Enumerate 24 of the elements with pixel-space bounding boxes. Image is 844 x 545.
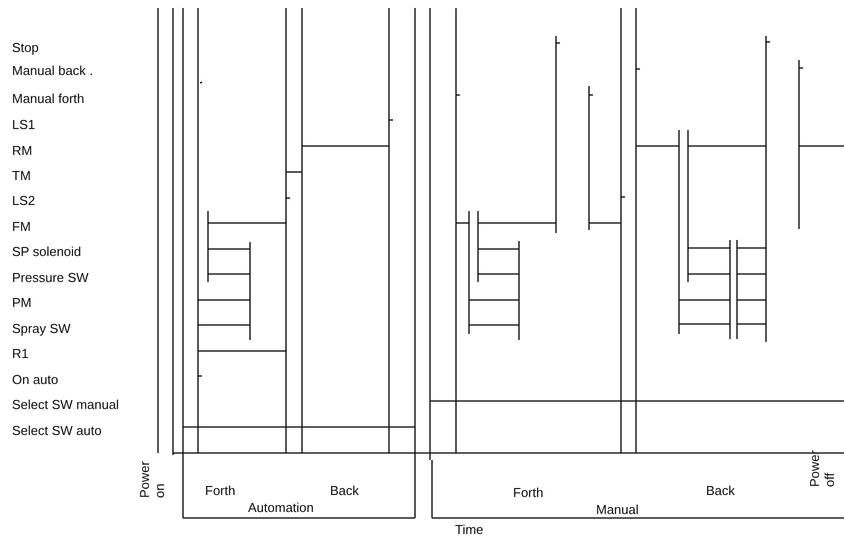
phase-label: Back bbox=[706, 483, 735, 498]
signal-name: LS1 bbox=[12, 117, 36, 132]
signal-name: FM bbox=[12, 219, 31, 234]
signal-name: TM bbox=[12, 168, 31, 183]
signal-name: SP solenoid bbox=[12, 244, 82, 259]
signal-name: On auto bbox=[12, 372, 58, 387]
phase-label: Manual bbox=[596, 502, 639, 517]
phase-label: Power on bbox=[137, 460, 167, 498]
signal-name: Manual back . bbox=[12, 63, 93, 78]
signal-name: Pressure SW bbox=[12, 270, 89, 285]
signal-name: Stop bbox=[12, 40, 39, 55]
signal-name: R1 bbox=[12, 346, 29, 361]
signal-name: RM bbox=[12, 143, 32, 158]
phase-label: Back bbox=[330, 483, 359, 498]
signal-name: Select SW auto bbox=[12, 423, 102, 438]
signal-name: Manual forth bbox=[12, 91, 84, 106]
phase-label: Forth bbox=[513, 485, 544, 500]
phase-label: Automation bbox=[248, 500, 314, 515]
axis-title: Time bbox=[455, 522, 484, 537]
signal-name: PM bbox=[12, 295, 32, 310]
signal-name: Spray SW bbox=[12, 321, 71, 336]
signal-name: LS2 bbox=[12, 193, 36, 208]
signal-name: Select SW manual bbox=[12, 397, 119, 412]
phase-label: Forth bbox=[205, 483, 236, 498]
